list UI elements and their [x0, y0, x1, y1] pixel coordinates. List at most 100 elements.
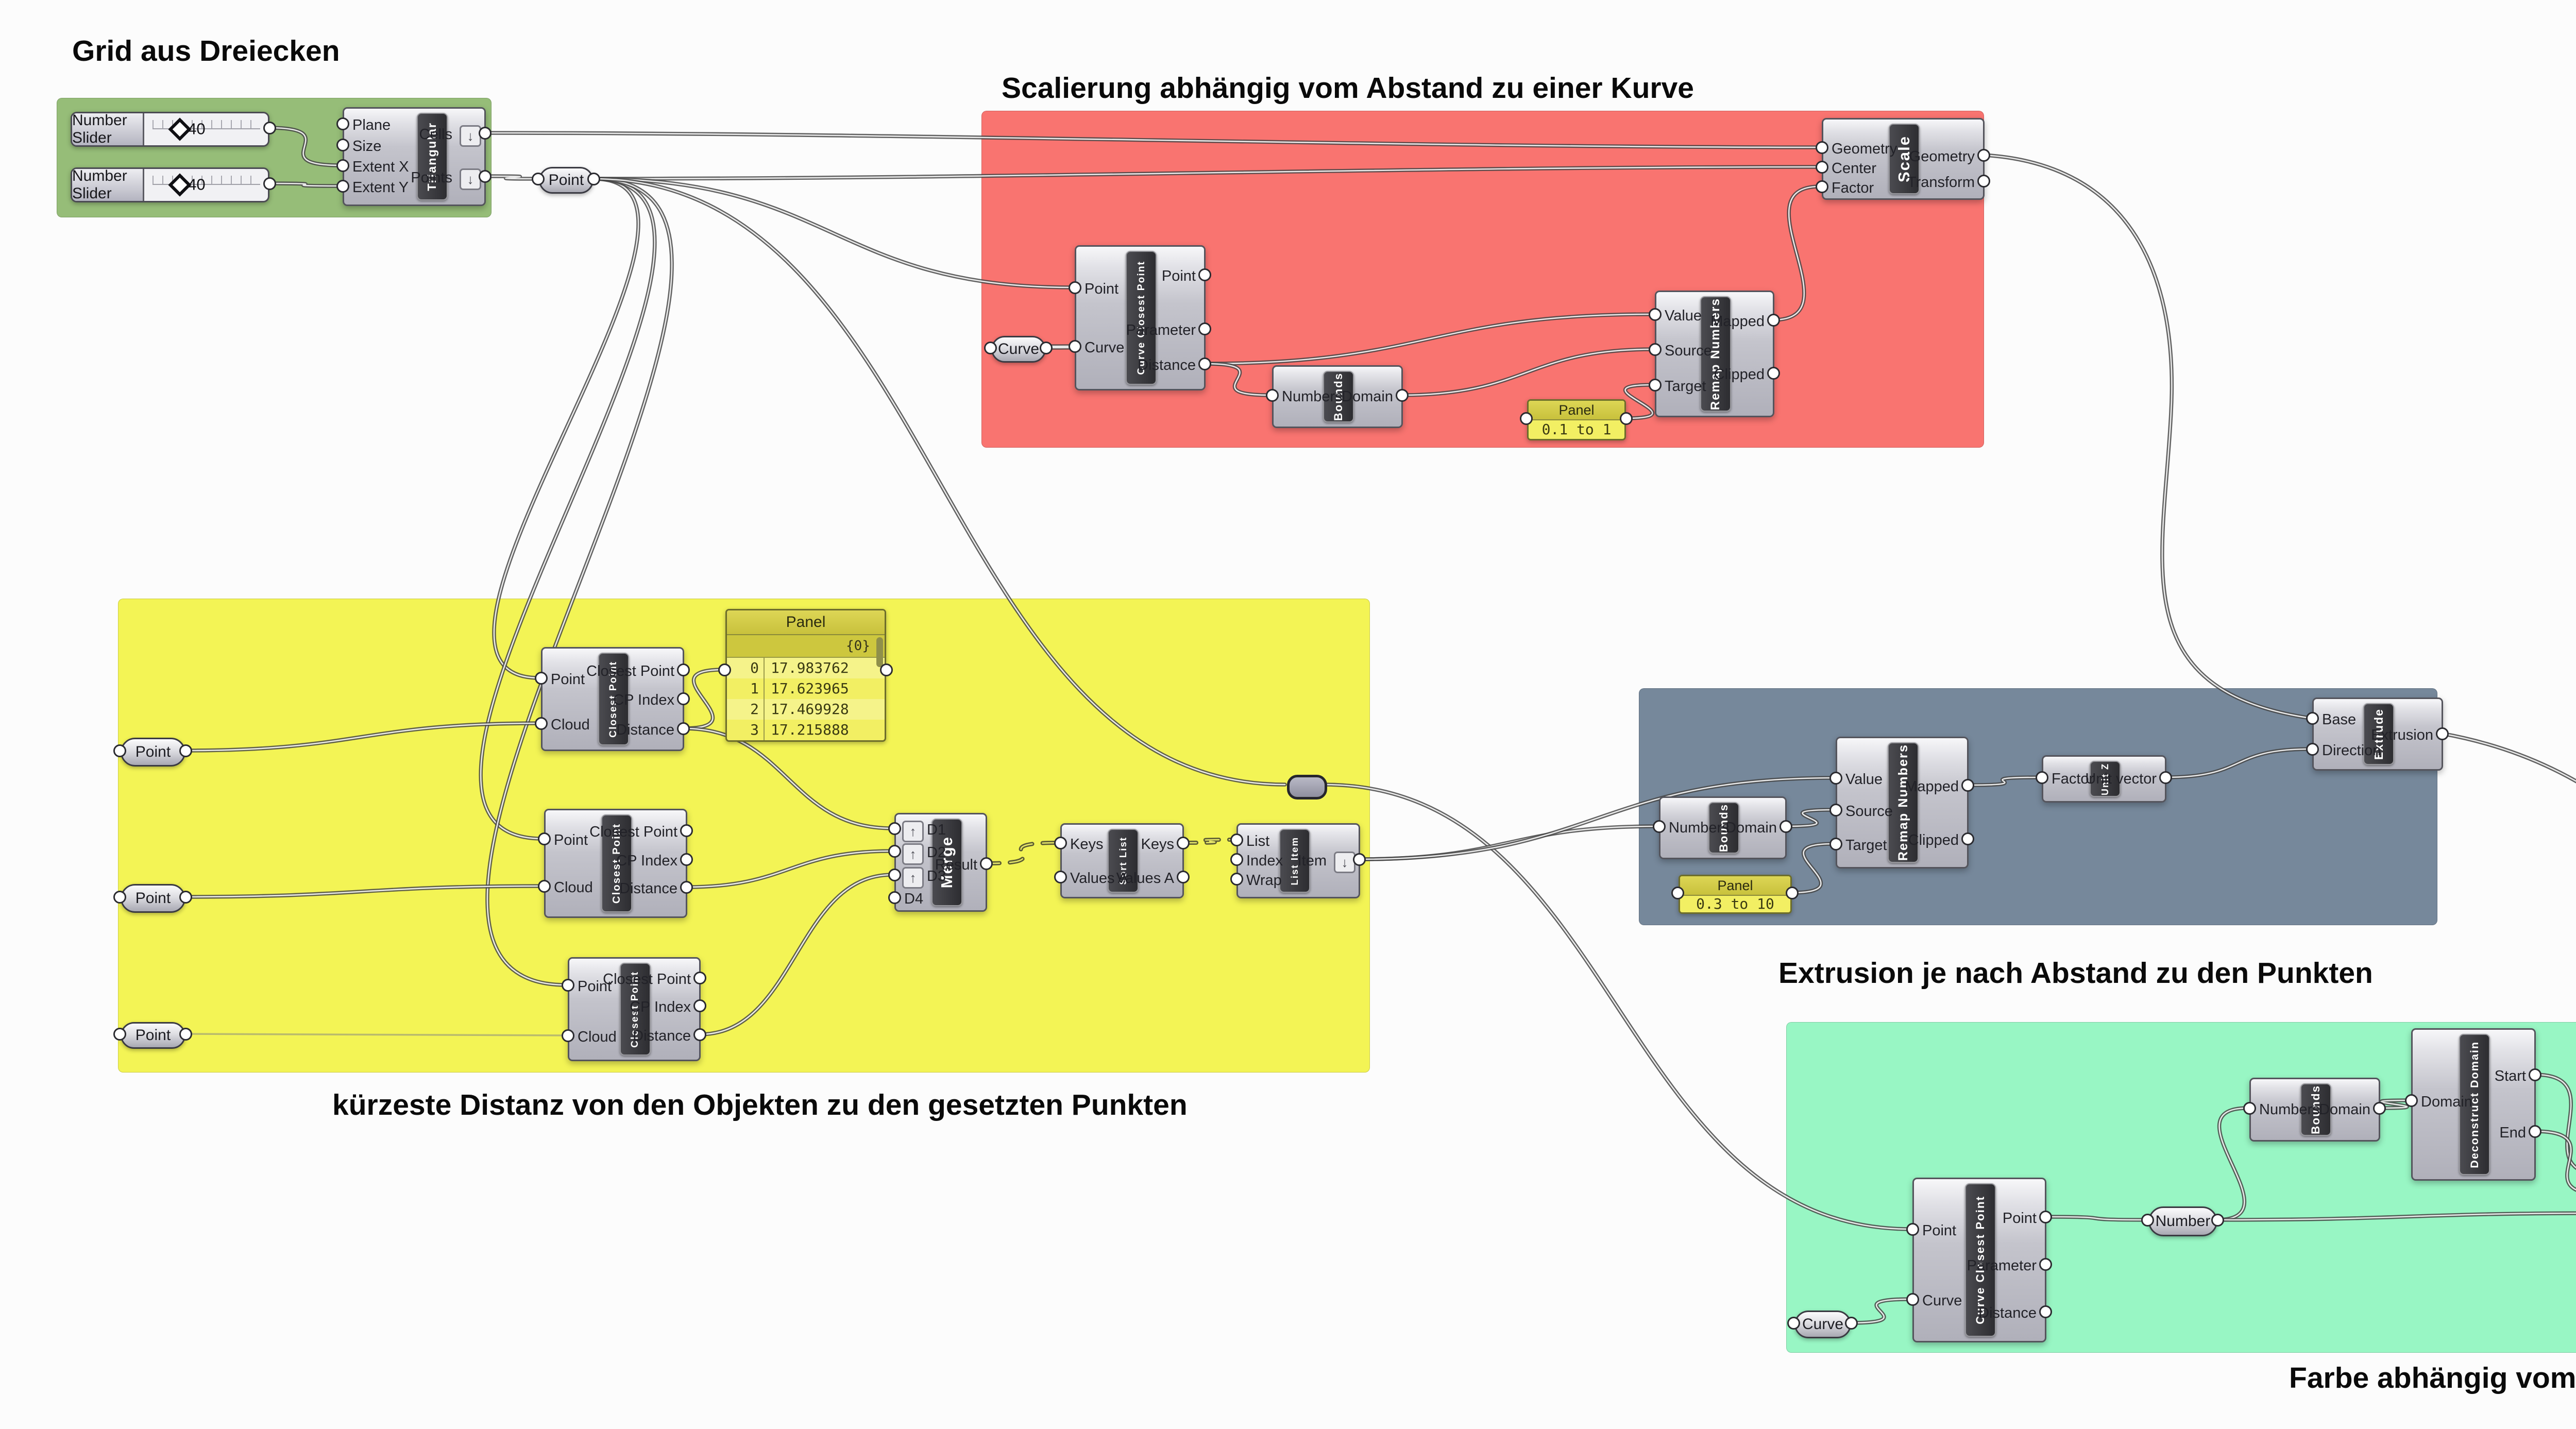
- wire-relay[interactable]: [1287, 775, 1327, 799]
- output-port-point[interactable]: [179, 891, 192, 904]
- input-port-target[interactable]: [1829, 838, 1842, 850]
- input-port-point[interactable]: [1906, 1223, 1919, 1236]
- output-port-result[interactable]: [980, 857, 993, 870]
- output-port-closest-point[interactable]: [677, 664, 690, 676]
- output-port-geometry[interactable]: [1977, 149, 1990, 162]
- wire[interactable]: [488, 175, 538, 180]
- input-port-point[interactable]: [535, 672, 548, 685]
- wire[interactable]: [682, 669, 724, 729]
- output-port-parameter[interactable]: [1198, 322, 1211, 335]
- wire[interactable]: [592, 178, 1286, 786]
- output-port-mapped[interactable]: [1767, 314, 1780, 327]
- input-port-point[interactable]: [1069, 281, 1081, 294]
- flatten-icon[interactable]: ↓: [460, 125, 481, 147]
- wire[interactable]: [493, 178, 639, 679]
- output-port-closest-point[interactable]: [693, 972, 706, 984]
- output-port-panel[interactable]: [1786, 887, 1799, 899]
- wire[interactable]: [480, 178, 656, 840]
- input-port-d2[interactable]: [888, 845, 901, 858]
- param-capsule-number[interactable]: Number: [2148, 1206, 2217, 1236]
- output-port-distance[interactable]: [677, 722, 690, 735]
- input-port-numbers[interactable]: [1653, 820, 1666, 833]
- output-port-number[interactable]: [2211, 1214, 2224, 1227]
- wire[interactable]: [1982, 154, 2311, 719]
- input-port-point[interactable]: [562, 979, 574, 992]
- panel-scrollbar[interactable]: [876, 637, 883, 667]
- output-port-clipped[interactable]: [1961, 832, 1974, 845]
- output-port-domain[interactable]: [1780, 820, 1792, 833]
- wire[interactable]: [682, 727, 893, 829]
- input-port-value[interactable]: [1649, 308, 1662, 321]
- input-port-point[interactable]: [113, 744, 126, 757]
- output-port-cp-index[interactable]: [677, 692, 690, 705]
- wire[interactable]: [183, 885, 543, 898]
- output-port-points[interactable]: [479, 170, 492, 183]
- input-port-point[interactable]: [538, 832, 551, 845]
- input-port-d4[interactable]: [888, 891, 901, 904]
- wire[interactable]: [1204, 363, 1271, 396]
- wire[interactable]: [2164, 748, 2311, 778]
- output-port-curve[interactable]: [1040, 342, 1053, 354]
- input-port-plane[interactable]: [336, 117, 349, 130]
- wire[interactable]: [2534, 1130, 2576, 1194]
- wire[interactable]: [985, 842, 1059, 864]
- output-port-point[interactable]: [179, 744, 192, 757]
- wire[interactable]: [685, 850, 893, 888]
- input-port-list[interactable]: [1230, 833, 1243, 846]
- output-port-panel[interactable]: [880, 664, 893, 676]
- wire[interactable]: [1785, 809, 1835, 827]
- flatten-icon[interactable]: ↓: [1334, 852, 1355, 873]
- output-port-cp-index[interactable]: [680, 853, 693, 866]
- output-port-clipped[interactable]: [1767, 367, 1780, 380]
- wire[interactable]: [1981, 153, 2312, 720]
- output-port-mapped[interactable]: [1961, 779, 1974, 792]
- input-port-index[interactable]: [1230, 853, 1243, 866]
- input-port-values-a[interactable]: [1054, 871, 1067, 883]
- output-port-domain[interactable]: [1396, 389, 1409, 402]
- wire[interactable]: [984, 841, 1060, 865]
- wire[interactable]: [1401, 348, 1654, 396]
- input-port-cloud[interactable]: [538, 880, 551, 893]
- param-capsule-curve[interactable]: Curve: [991, 336, 1046, 363]
- wire[interactable]: [1358, 777, 1835, 860]
- output-port-start[interactable]: [2529, 1068, 2541, 1081]
- output-port-values-a[interactable]: [1177, 871, 1190, 883]
- graft-icon[interactable]: ↑: [902, 843, 924, 865]
- input-port-numbers[interactable]: [1266, 389, 1279, 402]
- input-port-panel[interactable]: [1520, 412, 1533, 425]
- param-capsule-point[interactable]: Point: [121, 1022, 185, 1049]
- param-capsule-point[interactable]: Point: [539, 167, 594, 194]
- output-port-panel[interactable]: [1620, 412, 1633, 425]
- wire[interactable]: [183, 1033, 567, 1036]
- input-port-cloud[interactable]: [535, 717, 548, 730]
- output-port-point[interactable]: [587, 173, 600, 185]
- wire[interactable]: [592, 166, 1821, 180]
- input-port-geometry[interactable]: [1816, 141, 1828, 154]
- wire[interactable]: [1772, 185, 1821, 321]
- input-port-curve[interactable]: [1906, 1293, 1919, 1306]
- input-port-panel[interactable]: [1671, 887, 1684, 899]
- input-port-factor[interactable]: [1816, 180, 1828, 193]
- output-port-domain[interactable]: [2373, 1102, 2386, 1115]
- input-port-panel[interactable]: [718, 664, 731, 676]
- input-port-d1[interactable]: [888, 822, 901, 835]
- input-port-size[interactable]: [336, 139, 349, 151]
- param-capsule-curve[interactable]: Curve: [1794, 1311, 1851, 1338]
- output-port-distance[interactable]: [693, 1028, 706, 1041]
- input-port-point[interactable]: [113, 1028, 126, 1041]
- wire[interactable]: [1849, 1298, 1911, 1324]
- param-capsule-point[interactable]: Point: [121, 738, 185, 767]
